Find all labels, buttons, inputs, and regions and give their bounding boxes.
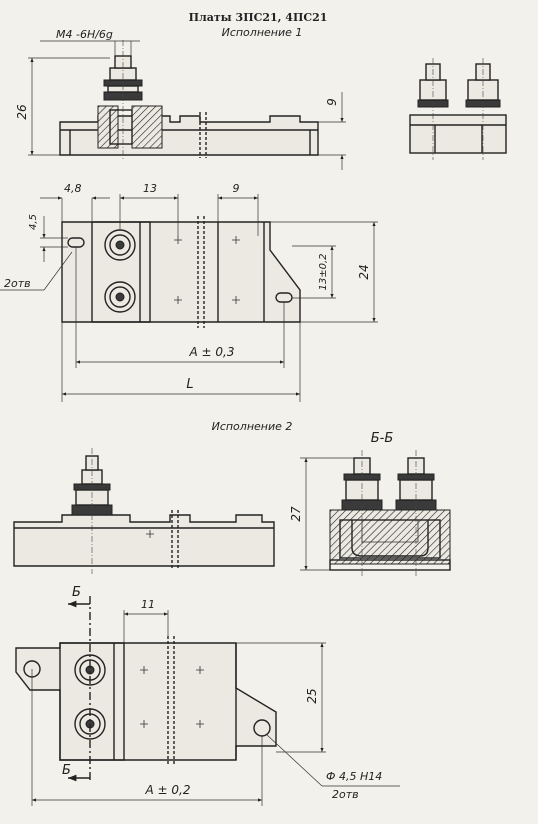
section-bb-view: 27 [289,450,451,576]
height-13-label: 13±0,2 [318,253,329,290]
hole-diameter-label: Ф 4,5 Н14 [326,770,382,783]
variant1-end-view [409,58,507,160]
height-27-label: 27 [289,506,303,522]
a-dim-1-label: А ± 0,3 [189,345,235,359]
width-9-label: 9 [233,182,240,195]
height-26-label: 26 [15,104,29,120]
width-11-label: 11 [141,598,155,611]
height-25-label: 25 [305,688,319,703]
height-4-5-label: 4,5 [28,214,39,230]
section-bb-label: Б-Б [371,431,394,446]
drawing-title: Платы 3ПС21, 4ПС21 [189,11,328,24]
width-13-label: 13 [143,182,157,195]
section-mark-bottom: Б [62,763,71,778]
holes-count-2-label: 2отв [332,788,359,801]
a-dim-2-label: А ± 0,2 [145,783,191,797]
width-4-8-label: 4,8 [64,182,82,195]
height-24-label: 24 [357,264,371,279]
variant2-plan-view: Б Б 11 25 Ф 4,5 Н14 2отв А ± 0,2 [15,585,400,806]
variant1-plan-view: 4,8 13 9 4,5 2отв 13±0,2 24 А ± 0,3 [0,182,378,402]
length-l-label: L [186,377,193,392]
variant2-side-view [13,448,275,574]
holes-count-1-label: 2отв [4,277,31,290]
variant-1-title: Исполнение 1 [222,26,303,39]
variant1-side-view: М4 -6Н/6g 26 9 [15,28,346,170]
section-mark-top: Б [72,585,81,600]
height-9-label: 9 [325,98,339,106]
variant-2-title: Исполнение 2 [212,420,293,433]
thread-label: М4 -6Н/6g [56,28,113,41]
